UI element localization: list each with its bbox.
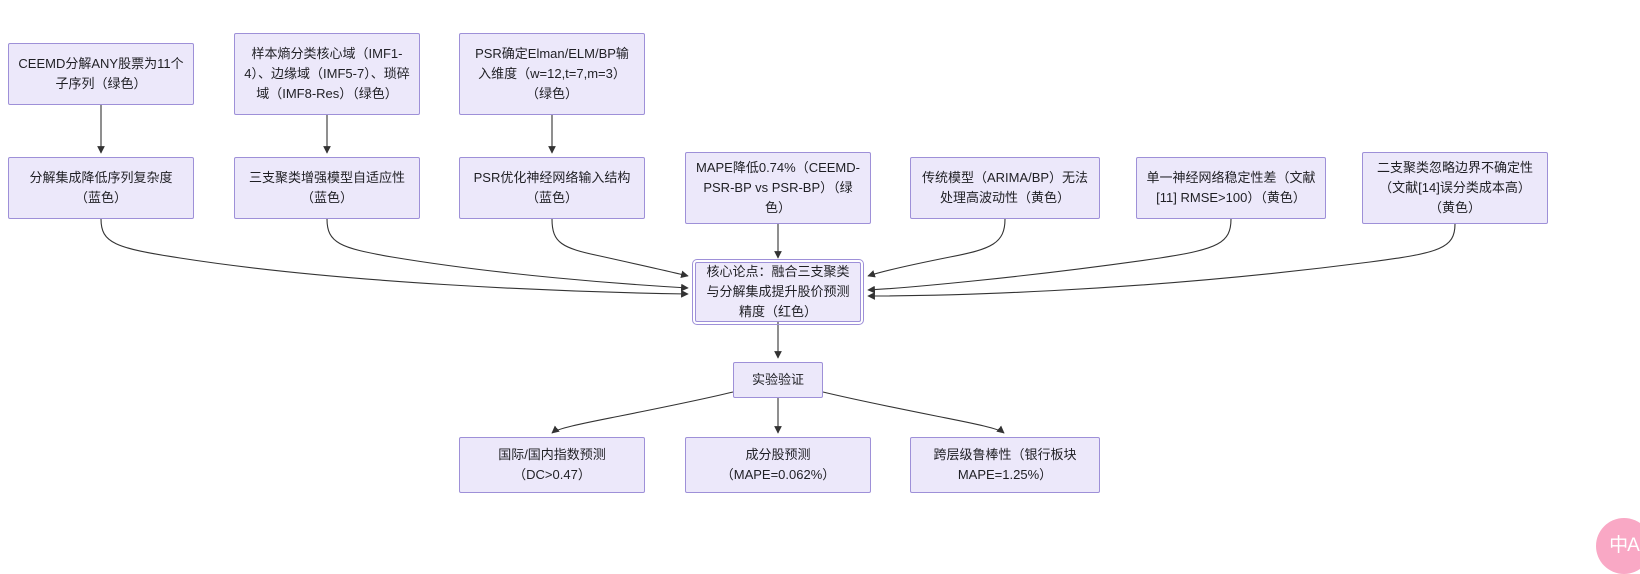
node-sample-entropy-classify[interactable]: 样本熵分类核心域（IMF1-4）、边缘域（IMF5-7）、琐碎域（IMF8-Re…: [234, 33, 420, 115]
edge-n4-core: [100, 218, 689, 298]
node-ceemd-decompose[interactable]: CEEMD分解ANY股票为11个子序列（绿色）: [8, 43, 194, 105]
watermark-label: 中A: [1609, 535, 1640, 556]
edge-exp-r1: [551, 391, 734, 434]
node-label: 实验验证: [751, 372, 804, 387]
node-label: 三支聚类增强模型自适应性（蓝色）: [248, 170, 405, 205]
node-label: 核心论点：融合三支聚类与分解集成提升股价预测精度（红色）: [706, 264, 850, 319]
edge-n10-core: [867, 223, 1456, 300]
node-label: PSR确定Elman/ELM/BP输入维度（w=12,t=7,m=3）（绿色）: [475, 46, 629, 101]
node-label: MAPE降低0.74%（CEEMD-PSR-BP vs PSR-BP）（绿色）: [696, 160, 860, 215]
node-label: 样本熵分类核心域（IMF1-4）、边缘域（IMF5-7）、琐碎域（IMF8-Re…: [244, 46, 410, 101]
node-psr-input-dimension[interactable]: PSR确定Elman/ELM/BP输入维度（w=12,t=7,m=3）（绿色）: [459, 33, 645, 115]
node-traditional-models-limitation[interactable]: 传统模型（ARIMA/BP）无法处理高波动性（黄色）: [910, 157, 1100, 219]
node-mape-reduction[interactable]: MAPE降低0.74%（CEEMD-PSR-BP vs PSR-BP）（绿色）: [685, 152, 871, 224]
node-two-way-clustering-boundary[interactable]: 二支聚类忽略边界不确定性（文献[14]误分类成本高）（黄色）: [1362, 152, 1548, 224]
node-result-cross-level-robustness[interactable]: 跨层级鲁棒性（银行板块MAPE=1.25%）: [910, 437, 1100, 493]
node-label: 国际/国内指数预测（DC>0.47）: [498, 447, 606, 482]
node-label: 分解集成降低序列复杂度（蓝色）: [29, 170, 173, 205]
node-label: CEEMD分解ANY股票为11个子序列（绿色）: [18, 56, 184, 91]
node-label: 成分股预测（MAPE=0.062%）: [720, 447, 836, 482]
edge-n5-core: [326, 218, 689, 292]
edge-exp-r3: [822, 391, 1005, 434]
node-decomposition-reduces-complexity[interactable]: 分解集成降低序列复杂度（蓝色）: [8, 157, 194, 219]
node-label: PSR优化神经网络输入结构（蓝色）: [473, 170, 631, 205]
node-result-constituent-stock-forecast[interactable]: 成分股预测（MAPE=0.062%）: [685, 437, 871, 493]
watermark-badge: 中A: [1596, 518, 1640, 574]
node-single-nn-instability[interactable]: 单一神经网络稳定性差（文献[11] RMSE>100）（黄色）: [1136, 157, 1326, 219]
edge-n6-core: [551, 218, 689, 279]
edge-n8-core: [867, 218, 1006, 278]
node-experimental-verification[interactable]: 实验验证: [733, 362, 823, 398]
node-core-thesis[interactable]: 核心论点：融合三支聚类与分解集成提升股价预测精度（红色）: [692, 259, 864, 325]
node-three-way-clustering-adaptivity[interactable]: 三支聚类增强模型自适应性（蓝色）: [234, 157, 420, 219]
node-label: 二支聚类忽略边界不确定性（文献[14]误分类成本高）（黄色）: [1376, 160, 1533, 215]
edge-n9-core: [867, 218, 1232, 294]
node-label: 跨层级鲁棒性（银行板块MAPE=1.25%）: [933, 447, 1077, 482]
node-result-index-forecast[interactable]: 国际/国内指数预测（DC>0.47）: [459, 437, 645, 493]
node-label: 单一神经网络稳定性差（文献[11] RMSE>100）（黄色）: [1146, 170, 1316, 205]
node-label: 传统模型（ARIMA/BP）无法处理高波动性（黄色）: [921, 170, 1089, 205]
node-psr-optimizes-nn-input[interactable]: PSR优化神经网络输入结构（蓝色）: [459, 157, 645, 219]
